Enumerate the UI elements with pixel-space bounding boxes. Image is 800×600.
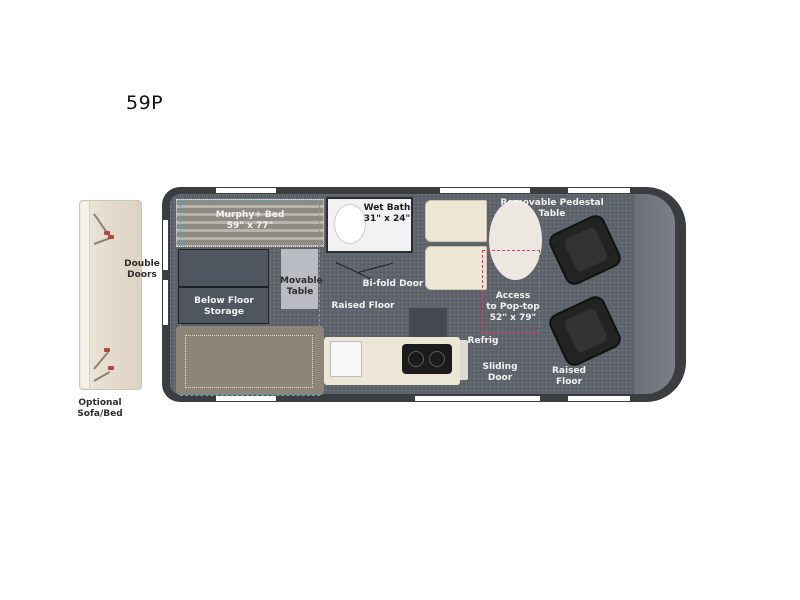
window — [568, 188, 630, 193]
label-line: Murphy+ Bed — [215, 210, 285, 220]
label-murphy-bed: Murphy+ Bed 59" x 77" — [200, 210, 300, 232]
label-line: Door — [487, 373, 513, 383]
rear-door-window — [163, 220, 168, 270]
label-bifold-door: Bi-fold Door — [362, 279, 424, 289]
label-below-floor-storage: Below Floor Storage — [180, 296, 268, 318]
label-line: Floor — [555, 377, 583, 387]
label-line: Double — [124, 259, 160, 269]
window — [216, 396, 276, 401]
poptop-outline — [482, 250, 540, 333]
label-line: Movable — [280, 276, 323, 286]
sink-icon — [330, 341, 362, 377]
label-access-poptop: Access to Pop-top 52" x 79" — [482, 291, 544, 324]
floor-hatch — [409, 308, 447, 337]
label-line: to Pop-top — [486, 302, 540, 312]
window — [568, 396, 630, 401]
dinette-seat-rear — [425, 246, 487, 290]
label-line: Optional — [78, 398, 122, 408]
refrigerator — [460, 340, 468, 380]
label-line: Sliding — [482, 362, 518, 372]
rear-door-window — [163, 280, 168, 325]
cooktop-icon — [402, 344, 452, 374]
burner-icon — [429, 351, 445, 367]
dinette-seat-front — [425, 200, 487, 242]
window — [216, 188, 276, 193]
label-line: Table — [286, 287, 314, 297]
label-line: 31" x 24" — [363, 214, 411, 224]
sofa-seatbelts-bottom — [90, 336, 140, 386]
movable-table — [281, 249, 318, 309]
label-line: 59" x 77" — [226, 221, 274, 231]
label-line: Wet Bath — [363, 203, 411, 213]
label-line: 52" x 79" — [489, 313, 537, 323]
label-optional-sofa-bed: Optional Sofa/Bed — [70, 398, 130, 420]
rear-bench — [176, 326, 324, 395]
model-title: 59P — [126, 92, 164, 114]
toilet-icon — [334, 204, 366, 244]
label-sliding-door: Sliding Door — [480, 362, 520, 384]
label-line: Raised — [552, 366, 586, 376]
label-removable-pedestal-table: Removable Pedestal Table — [500, 198, 604, 219]
label-raised-floor-front: Raised Floor — [549, 366, 589, 388]
sliding-door-window — [415, 396, 540, 401]
burner-icon — [408, 351, 424, 367]
sofa-seatbelts-top — [90, 205, 140, 255]
rear-bench-cushion — [185, 335, 313, 388]
label-double-doors: Double Doors — [122, 259, 162, 281]
label-line: Access — [495, 291, 531, 301]
cab-area — [635, 194, 675, 394]
label-line: Below Floor — [194, 296, 254, 306]
window — [440, 188, 530, 193]
label-movable-table: Movable Table — [280, 276, 323, 298]
label-raised-floor-rear: Raised Floor — [331, 301, 395, 311]
label-line: Doors — [127, 270, 157, 280]
label-refrig: Refrig — [467, 336, 499, 346]
removable-pedestal-table — [489, 200, 542, 280]
label-line: Sofa/Bed — [77, 409, 123, 419]
murphy-bed — [176, 199, 324, 247]
label-wet-bath: Wet Bath 31" x 24" — [362, 203, 412, 225]
sofa-backrest — [81, 202, 90, 388]
storage-divider — [178, 286, 269, 288]
label-line: Storage — [203, 307, 245, 317]
